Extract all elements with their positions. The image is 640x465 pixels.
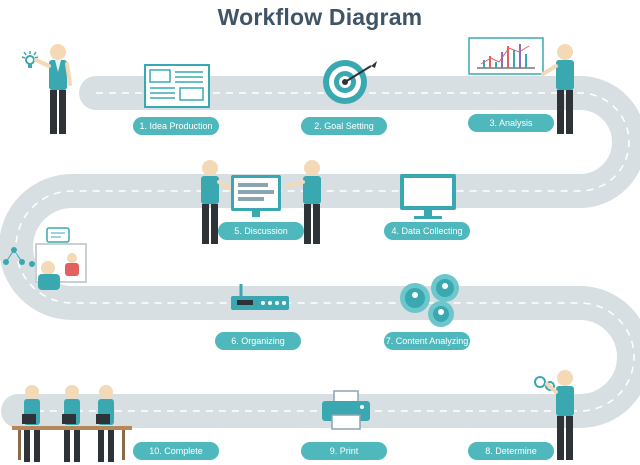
monitor-icon [400,174,456,219]
step-label-4: 4. Data Collecting [384,222,470,240]
person-analysis-icon [541,44,574,134]
lightbulb-icon [21,51,39,68]
workflow-road [0,76,640,428]
network-people-icon [3,247,35,267]
gears-icon [534,376,555,391]
person-idea-icon [34,44,72,134]
step-label-5: 5. Discussion [218,222,304,240]
chat-bubble-icon [46,227,70,243]
printer-icon [322,390,370,430]
step-label-1: 1. Idea Production [133,117,219,135]
page-title: Workflow Diagram [217,4,423,30]
step-label-9: 9. Print [301,442,387,460]
presentation-board-icon [231,175,281,217]
team-desk-icon [12,385,132,462]
workflow-road-dashes [15,92,635,412]
chart-board-icon [468,37,544,75]
step-label-2: 2. Goal Setting [301,117,387,135]
step-label-6: 6. Organizing [215,332,301,350]
router-icon [231,284,289,310]
video-call-icon [35,243,87,290]
document-layout-icon [144,64,210,108]
target-icon [323,60,377,104]
gears-people-icon [400,274,459,327]
step-label-7: 7. Content Analyzing [384,332,470,350]
person-determine-icon [545,370,574,460]
step-label-3: 3. Analysis [468,114,554,132]
step-label-8: 8. Determine [468,442,554,460]
person-discussion-left-icon [201,160,232,244]
person-discussion-right-icon [286,160,321,244]
step-label-10: 10. Complete [133,442,219,460]
